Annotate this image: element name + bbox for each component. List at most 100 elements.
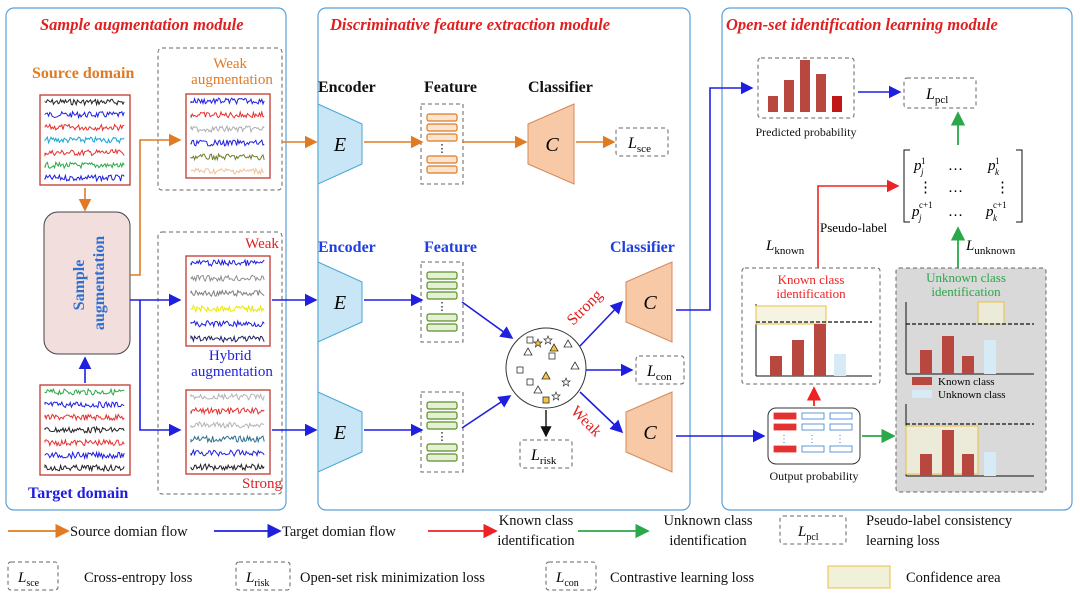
legend: Source domian flow Target domian flow Kn… (7, 513, 1013, 591)
svg-text:k: k (993, 213, 998, 223)
waveform-line (44, 173, 125, 183)
waveform-line (190, 124, 265, 134)
weak-augmentation-group (157, 47, 283, 191)
waveform-line (44, 413, 125, 422)
feature-ellipsis: ⋮ (437, 301, 448, 313)
output-cell (773, 412, 797, 420)
svg-text:identification: identification (931, 284, 1001, 299)
waveform-line (44, 148, 125, 157)
feature-row (426, 453, 458, 462)
weak-signal-box (185, 255, 271, 347)
feature-ellipsis: ⋮ (437, 431, 448, 443)
svg-text:Open-set risk minimization los: Open-set risk minimization loss (300, 570, 485, 586)
mini-chart-bar (770, 356, 782, 376)
legend-known-flow: Known class identification (428, 513, 575, 549)
loss-risk-box: Lrisk (519, 439, 573, 469)
output-ellipsis: ⋮ (779, 434, 789, 445)
predicted-probability-chart (757, 57, 855, 119)
feature-row (426, 165, 458, 174)
svg-text:Lsce: Lsce (17, 570, 40, 589)
class-legend: Known class Unknown class (912, 376, 1006, 401)
waveform-line (190, 152, 265, 162)
legend-source-flow: Source domian flow (8, 523, 188, 540)
mini-chart-bar (942, 430, 954, 476)
feature-row (426, 323, 458, 332)
waveform-line (44, 400, 125, 409)
svg-text:Lrisk: Lrisk (245, 570, 269, 589)
svg-text:Lpcl: Lpcl (797, 524, 819, 543)
hybrid-augmentation-label: Hybrid augmentation (191, 348, 273, 380)
strong-arrow-label: Strong (564, 287, 606, 329)
svg-text:1: 1 (921, 156, 926, 166)
svg-text:Lrisk: Lrisk (530, 447, 557, 467)
feature-row (426, 443, 458, 452)
svg-text:Unknown class: Unknown class (926, 270, 1006, 285)
waveform-line (190, 421, 265, 430)
cluster-square (516, 366, 524, 374)
feature-header-1: Feature (424, 79, 477, 96)
waveform-line (190, 258, 265, 267)
svg-text:…: … (948, 204, 963, 220)
waveform-line (190, 392, 265, 402)
svg-text:Lcon: Lcon (555, 570, 579, 589)
output-cell (801, 445, 825, 453)
feature-stack-strong: ⋮ (420, 391, 464, 473)
svg-text:Known class: Known class (778, 272, 845, 287)
loss-con-box: Lcon (635, 355, 685, 385)
waveform-line (44, 425, 125, 434)
feature-cluster (505, 327, 587, 409)
svg-text:p: p (985, 204, 994, 220)
mini-chart-bar (962, 454, 974, 476)
output-cell (801, 412, 825, 420)
sample-augmentation-block (43, 211, 131, 355)
waveform-line (190, 319, 265, 329)
predicted-probability-label: Predicted probability (756, 125, 857, 139)
mini-chart-bar (962, 356, 974, 374)
cluster-triangle (563, 339, 573, 348)
svg-text:Known class: Known class (499, 513, 574, 529)
encoder-header-1: Encoder (318, 79, 376, 96)
strong-label: Strong (242, 476, 283, 492)
cluster-triangle (541, 371, 551, 380)
confidence-area (755, 305, 827, 325)
feature-stack-weak: ⋮ (420, 261, 464, 343)
feature-row (426, 133, 458, 142)
waveform-line (190, 138, 265, 147)
svg-text:1: 1 (995, 156, 1000, 166)
svg-text:learning loss: learning loss (866, 533, 940, 549)
feature-row (426, 271, 458, 280)
legend-unknown-flow: Unknown class identification (578, 513, 753, 549)
svg-text:Lcon: Lcon (646, 363, 672, 383)
svg-text:Pseudo-label consistency: Pseudo-label consistency (866, 513, 1013, 529)
output-cell (829, 412, 853, 420)
svg-text:c+1: c+1 (993, 200, 1007, 210)
feature-module-title: Discriminative feature extraction module (329, 15, 610, 34)
svg-text:⋮: ⋮ (918, 180, 933, 196)
mini-chart-bar (814, 324, 826, 376)
cluster-star (533, 338, 543, 348)
output-cell (773, 445, 797, 453)
legend-con: Lcon Contrastive learning loss (545, 561, 755, 591)
svg-text:identification: identification (669, 533, 747, 549)
target-signal-box (39, 384, 131, 476)
cluster-triangle (570, 361, 580, 370)
waveform-line (190, 167, 265, 176)
strong-signal-box (185, 389, 271, 475)
encoder-strong: E (317, 391, 363, 473)
svg-text:…: … (948, 158, 963, 174)
known-class-identification-panel: Known class identification (741, 267, 881, 385)
classifier-source: C (527, 103, 575, 185)
output-probability-label: Output probability (770, 469, 859, 483)
pseudo-label-text: Pseudo-label (820, 220, 888, 235)
waveform-line (44, 161, 125, 170)
loss-known-label: Lknown (765, 238, 805, 257)
waveform-line (44, 438, 125, 448)
weak-label: Weak (245, 236, 279, 252)
cluster-triangle (523, 347, 533, 356)
feature-row (426, 155, 458, 164)
encoder-weak: E (317, 261, 363, 343)
feature-row (426, 411, 458, 420)
target-domain-label: Target domain (28, 485, 128, 502)
legend-target-flow: Target domian flow (214, 523, 396, 540)
svg-text:E: E (333, 134, 346, 156)
